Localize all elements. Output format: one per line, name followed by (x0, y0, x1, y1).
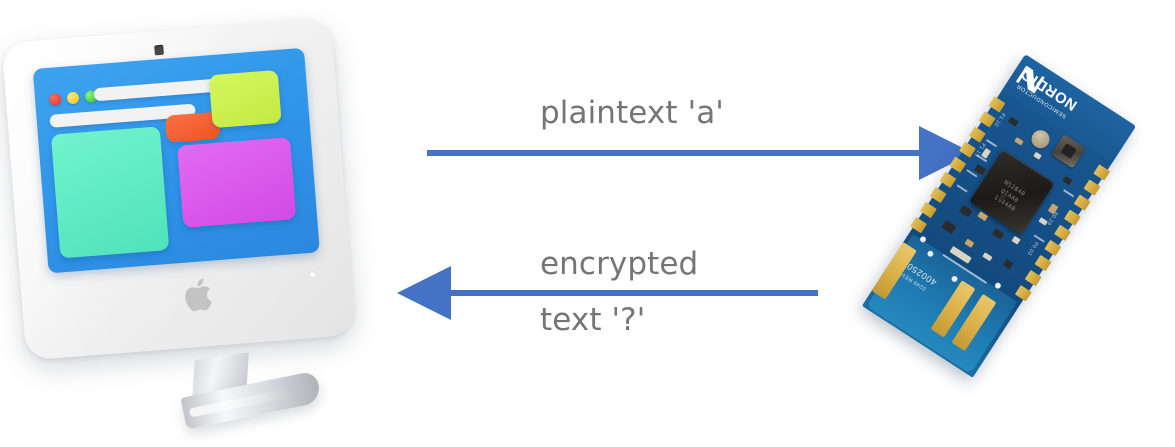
imac-wrapper (1, 17, 357, 430)
arrow-ciphertext-left (397, 266, 818, 320)
toolbar-bar-primary (93, 78, 223, 102)
tile-lime-panel (208, 69, 282, 129)
computer-illustration (0, 17, 400, 440)
label-ciphertext: text '?' (540, 302, 646, 338)
nordic-branding-band: NORDIC SEMICONDUCTOR (1001, 54, 1137, 164)
webcam-icon (154, 44, 164, 56)
label-encrypted: encrypted (540, 246, 699, 282)
window-minimize-dot[interactable] (66, 91, 80, 105)
label-plaintext: plaintext 'a' (540, 95, 724, 131)
apple-logo-icon (185, 278, 212, 312)
nordic-logo-icon (1015, 65, 1045, 94)
tile-magenta-panel (177, 137, 297, 228)
tile-teal-panel (50, 126, 170, 259)
window-close-dot[interactable] (48, 92, 62, 106)
imac-screen (32, 47, 320, 274)
arrow-plaintext-right (427, 126, 973, 180)
